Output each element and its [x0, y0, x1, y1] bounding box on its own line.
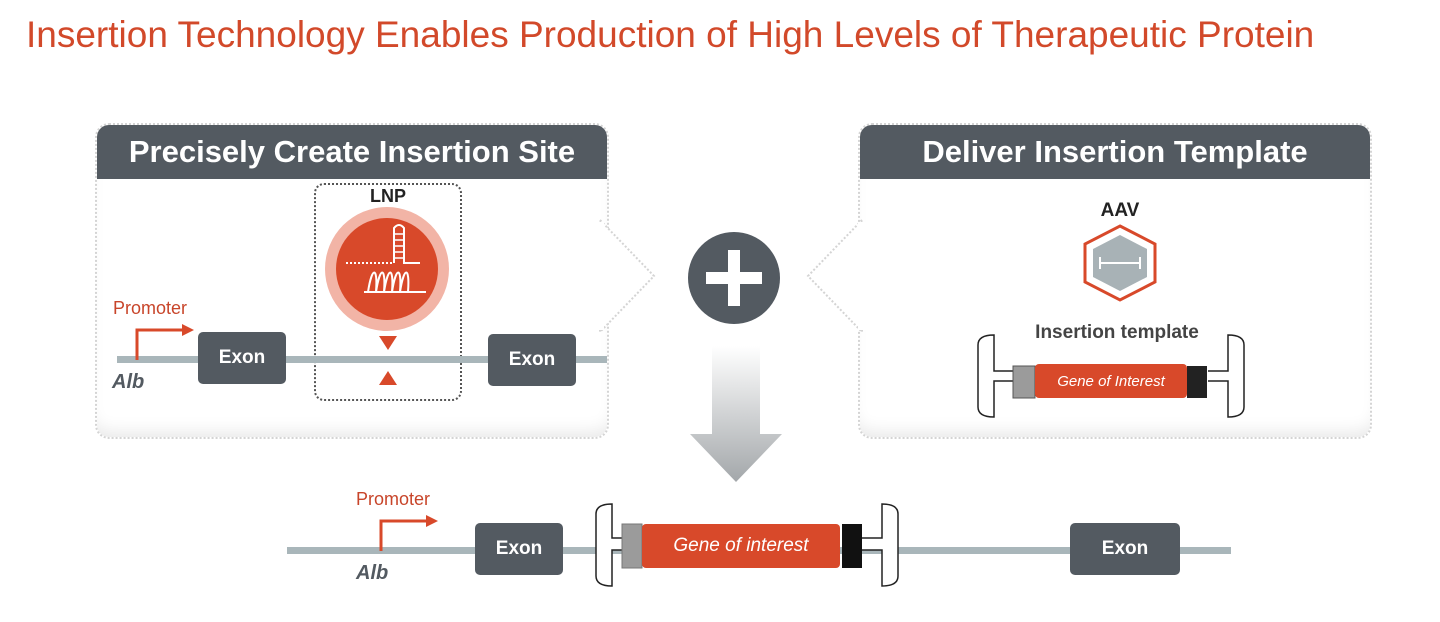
insertion-template-label: Insertion template — [1035, 322, 1199, 343]
exon-box-result-right: Exon — [1070, 523, 1180, 575]
alb-label-result: Alb — [356, 562, 389, 584]
create-insertion-site-heading: Precisely Create Insertion Site — [97, 125, 607, 179]
alb-dna-line-top — [117, 356, 607, 363]
right-panel-chevron — [806, 217, 868, 335]
alb-label-top: Alb — [112, 371, 145, 393]
exon-box-result-left: Exon — [475, 523, 563, 575]
gene-of-interest-template-label: Gene of Interest — [1057, 372, 1165, 390]
promoter-arrow-result-icon — [379, 515, 438, 551]
insertion-template-icon — [977, 334, 1245, 418]
left-panel-chevron — [596, 217, 656, 335]
promoter-label-top: Promoter — [113, 298, 188, 318]
integrated-gene-icon — [595, 503, 899, 587]
promoter-arrow-icon — [135, 324, 194, 360]
lnp-particle-icon — [325, 207, 449, 331]
lnp-box — [314, 183, 462, 401]
gene-of-interest-result-label: Gene of interest — [673, 535, 809, 556]
aav-label: AAV — [1100, 200, 1140, 221]
lnp-label: LNP — [370, 186, 406, 206]
exon-box-top-left: Exon — [198, 332, 286, 384]
exon-box-top-right: Exon — [488, 334, 576, 386]
create-insertion-site-panel: Precisely Create Insertion Site — [95, 123, 609, 439]
down-arrow-icon — [690, 346, 782, 482]
deliver-insertion-template-heading: Deliver Insertion Template — [860, 125, 1370, 179]
plus-icon — [688, 232, 780, 324]
slide-title: Insertion Technology Enables Production … — [26, 14, 1315, 55]
aav-capsid-icon — [1083, 224, 1157, 302]
promoter-label-result: Promoter — [356, 489, 431, 509]
cut-site-arrows — [379, 336, 397, 385]
